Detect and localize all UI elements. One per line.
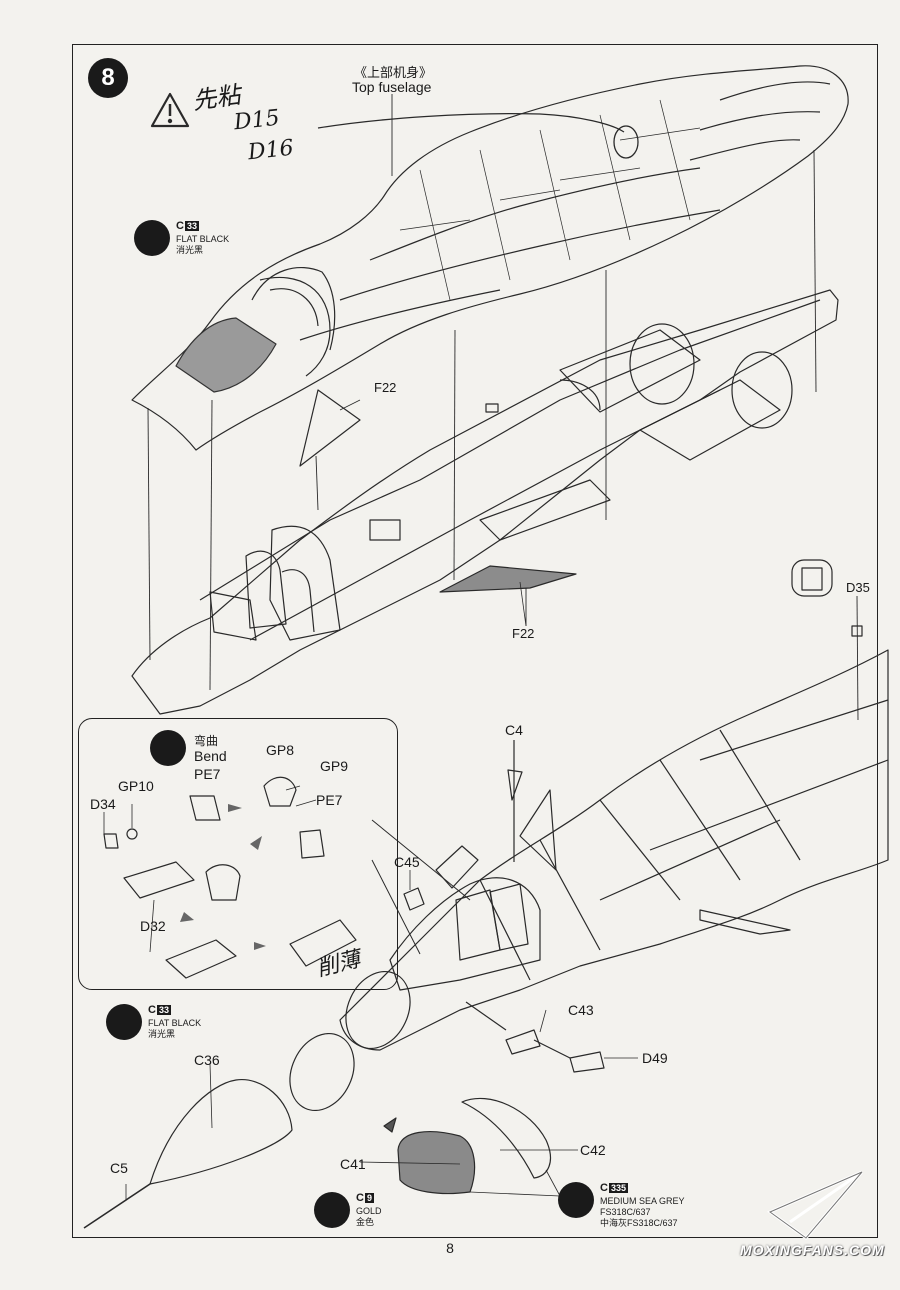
part-label-c41: C41 <box>340 1156 366 1172</box>
top-fuselage-title-cn: 《上部机身》 <box>354 65 433 80</box>
watermark-plane-icon <box>766 1170 864 1241</box>
step-frame <box>72 44 878 1238</box>
part-label-c4: C4 <box>505 722 523 738</box>
caution-icon <box>150 92 190 128</box>
part-label-c5: C5 <box>110 1160 128 1176</box>
part-label-gp9: GP9 <box>320 758 349 774</box>
part-label-d32: D32 <box>140 918 166 934</box>
part-label-gp10: GP10 <box>118 778 154 794</box>
part-label-c36: C36 <box>194 1052 220 1068</box>
part-label-f22-underfin: F22 <box>512 626 535 641</box>
part-label-pe7-a: PE7 <box>194 766 221 782</box>
top-fuselage-title-en: Top fuselage <box>352 79 432 95</box>
step-number-badge: 8 <box>88 58 128 98</box>
part-label-d49: D49 <box>642 1050 668 1066</box>
part-label-c45: C45 <box>394 854 420 870</box>
part-label-gp8: GP8 <box>266 742 295 758</box>
part-label-c43: C43 <box>568 1002 594 1018</box>
part-label-f22-fin: F22 <box>374 380 397 395</box>
brush-icon <box>134 220 170 256</box>
brush-icon <box>106 1004 142 1040</box>
bend-icon <box>150 730 186 766</box>
brush-icon <box>558 1182 594 1218</box>
part-label-pe7-b: PE7 <box>316 792 343 808</box>
part-label-c42: C42 <box>580 1142 606 1158</box>
watermark-text: MOXINGFANS.COM <box>740 1242 885 1258</box>
part-label-d35: D35 <box>846 580 870 595</box>
page-number: 8 <box>446 1240 454 1256</box>
brush-icon <box>314 1192 350 1228</box>
part-label-d34: D34 <box>90 796 116 812</box>
detail-inset-box <box>78 718 398 990</box>
